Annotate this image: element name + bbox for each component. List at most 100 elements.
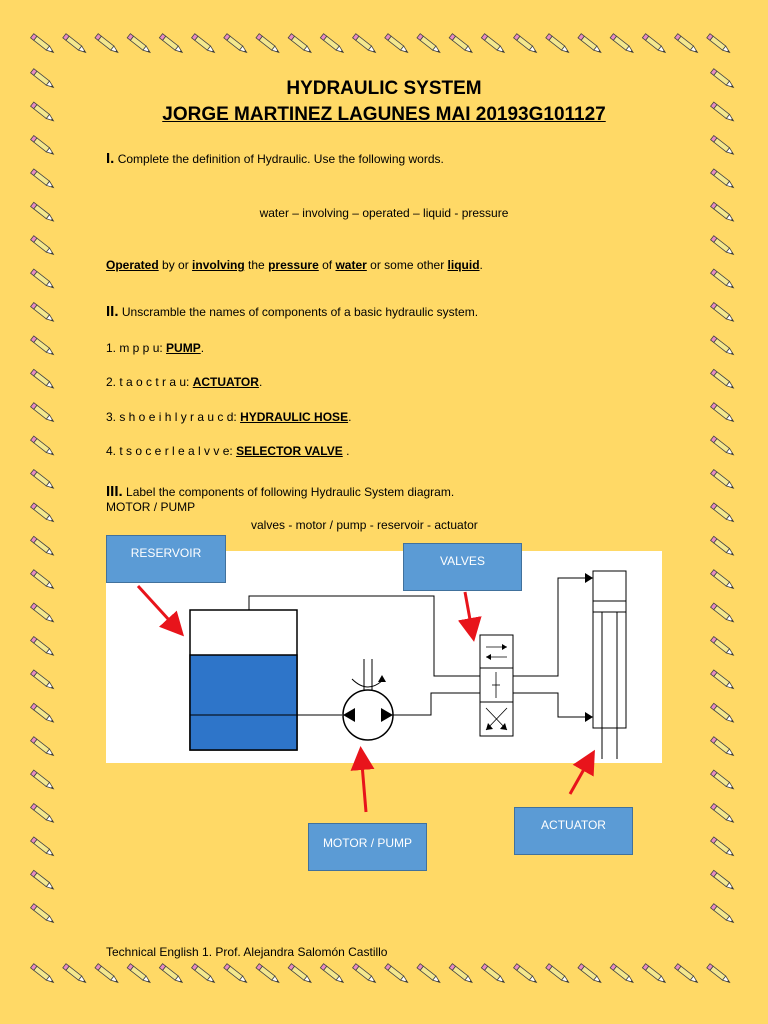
definition-text: or some other bbox=[366, 258, 448, 272]
item-1-answer: PUMP bbox=[166, 341, 201, 355]
section-1-instruction: I. Complete the definition of Hydraulic.… bbox=[106, 150, 444, 167]
section-2-text: Unscramble the names of components of a … bbox=[121, 305, 479, 319]
pencil-icon bbox=[287, 963, 314, 985]
unscramble-item-3: 3. s h o e i h l y r a u c d: HYDRAULIC … bbox=[106, 410, 351, 424]
pressure-line bbox=[393, 692, 480, 716]
section-3-instruction: III. Label the components of following H… bbox=[106, 483, 454, 500]
pencil-icon bbox=[30, 235, 56, 257]
pencil-icon bbox=[30, 33, 56, 55]
section-2-number: II. bbox=[106, 303, 119, 320]
pencil-icon bbox=[255, 963, 281, 985]
pencil-icon bbox=[577, 33, 603, 55]
pencil-icon bbox=[710, 435, 736, 458]
pencil-icon bbox=[710, 836, 736, 859]
section-3-text: Label the components of following Hydrau… bbox=[126, 485, 455, 499]
pencil-icon bbox=[319, 33, 346, 55]
pencil-icon bbox=[62, 963, 88, 985]
pencil-icon bbox=[30, 502, 56, 525]
pencil-icon bbox=[513, 33, 539, 55]
pencil-icon bbox=[710, 569, 736, 591]
pencil-icon bbox=[30, 268, 56, 291]
pencil-icon bbox=[191, 963, 217, 985]
pencil-icon bbox=[480, 963, 507, 985]
pencil-icon bbox=[94, 33, 120, 55]
cap-end-line bbox=[513, 577, 593, 677]
pencil-icon bbox=[710, 803, 736, 825]
pencil-icon bbox=[545, 963, 571, 985]
pencil-icon bbox=[126, 33, 153, 55]
pencil-icon bbox=[30, 669, 56, 692]
pencil-icon bbox=[641, 33, 668, 55]
item-4-suffix: . bbox=[342, 444, 350, 458]
pencil-icon bbox=[30, 803, 56, 825]
pencil-icon bbox=[384, 33, 410, 55]
definition-text: the bbox=[244, 258, 269, 272]
section-1-number: I. bbox=[106, 150, 115, 167]
pencil-icon bbox=[352, 33, 378, 55]
pencil-icon bbox=[710, 636, 736, 658]
pencil-icon bbox=[30, 368, 56, 391]
pencil-icon bbox=[480, 33, 507, 55]
item-4-answer: SELECTOR VALVE bbox=[236, 444, 343, 458]
pencil-icon bbox=[710, 335, 736, 358]
pencil-icon bbox=[513, 963, 539, 985]
footer: Technical English 1. Prof. Alejandra Sal… bbox=[106, 945, 388, 959]
definition-answer: water bbox=[335, 258, 367, 272]
reservoir-label-box: RESERVOIR bbox=[106, 535, 226, 583]
definition-sentence: Operated by or involving the pressure of… bbox=[106, 258, 483, 272]
pencil-icon bbox=[62, 33, 88, 55]
pencil-icon bbox=[30, 402, 56, 424]
pencil-icon bbox=[287, 33, 314, 55]
pencil-icon bbox=[30, 769, 56, 792]
pencil-icon bbox=[30, 636, 56, 658]
reservoir-tank bbox=[189, 609, 298, 751]
section-1-text: Complete the definition of Hydraulic. Us… bbox=[117, 152, 444, 166]
pencil-icon bbox=[710, 402, 736, 424]
pencil-icon bbox=[609, 33, 636, 55]
pencil-icon bbox=[710, 769, 736, 792]
pencil-icon bbox=[94, 963, 120, 985]
pencil-icon bbox=[319, 963, 346, 985]
pencil-icon bbox=[710, 702, 736, 725]
definition-answer: liquid bbox=[447, 258, 480, 272]
item-2-answer: ACTUATOR bbox=[192, 375, 259, 389]
pencil-icon bbox=[710, 235, 736, 257]
definition-answer: involving bbox=[192, 258, 245, 272]
pencil-icon bbox=[30, 302, 56, 324]
pencil-icon bbox=[545, 33, 571, 55]
pencil-icon bbox=[126, 963, 153, 985]
item-2-suffix: . bbox=[258, 375, 263, 389]
unscramble-item-2: 2. t a o c t r a u: ACTUATOR. bbox=[106, 375, 262, 389]
author-line: JORGE MARTINEZ LAGUNES MAI 20193G101127 bbox=[162, 104, 606, 125]
pencil-icon bbox=[641, 963, 668, 985]
pencil-icon bbox=[30, 535, 56, 558]
directional-valve-icon bbox=[479, 634, 514, 737]
pencil-icon bbox=[30, 602, 56, 625]
pencil-icon bbox=[352, 963, 378, 985]
pencil-icon bbox=[706, 33, 732, 55]
hydraulic-cylinder-icon bbox=[592, 570, 627, 759]
pencil-icon bbox=[609, 963, 636, 985]
item-1-suffix: . bbox=[200, 341, 205, 355]
pencil-icon bbox=[223, 33, 249, 55]
pencil-icon bbox=[577, 963, 603, 985]
pencil-icon bbox=[674, 33, 700, 55]
pencil-icon bbox=[416, 33, 442, 55]
valves-label-box: VALVES bbox=[403, 543, 522, 591]
section-3-extra-line: MOTOR / PUMP bbox=[106, 500, 196, 514]
pencil-icon bbox=[710, 368, 736, 391]
item-4-prefix: 4. t s o c e r l e a l v v e: bbox=[106, 444, 237, 458]
pencil-icon bbox=[710, 903, 736, 925]
definition-text: . bbox=[479, 258, 483, 272]
item-3-answer: HYDRAULIC HOSE bbox=[240, 410, 349, 424]
pencil-icon bbox=[158, 33, 185, 55]
pencil-icon bbox=[158, 963, 185, 985]
pencil-icon bbox=[710, 302, 736, 324]
definition-text: of bbox=[318, 258, 336, 272]
item-3-suffix: . bbox=[348, 410, 352, 424]
pencil-icon bbox=[30, 435, 56, 458]
actuator-label-box: ACTUATOR bbox=[514, 807, 633, 855]
section-1-word-bank: water – involving – operated – liquid - … bbox=[259, 206, 509, 220]
motor-pump-label-box: MOTOR / PUMP bbox=[308, 823, 427, 871]
pencil-icon bbox=[710, 268, 736, 291]
